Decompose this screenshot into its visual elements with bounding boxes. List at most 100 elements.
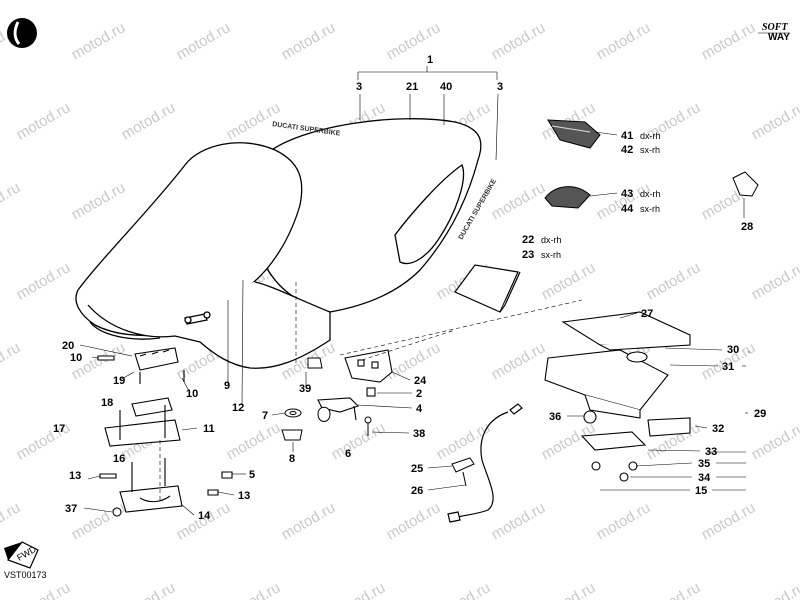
part-label-35: 35: [698, 458, 710, 470]
diagram-code: VST00173: [4, 570, 47, 580]
leader-line: [357, 404, 413, 409]
bulb: [626, 351, 648, 363]
watermark-text: motod.ru: [279, 19, 339, 63]
part-label-6: 6: [345, 448, 351, 460]
watermark-text: motod.ru: [644, 259, 704, 303]
part-label-17: 17: [53, 423, 65, 435]
watermark-text: motod.ru: [489, 339, 549, 383]
leader-line: [669, 364, 719, 367]
part-label-10: 10: [186, 388, 198, 400]
softway-brand: SOFT WAY: [758, 22, 790, 43]
part-label-13: 13: [238, 490, 250, 502]
part-label-33: 33: [705, 446, 717, 458]
brand-line2: WAY: [768, 32, 790, 43]
watermark-text: motod.ru: [644, 579, 704, 600]
part-label-14: 14: [198, 510, 211, 522]
leader-line: [217, 491, 235, 496]
seat-cowl: [262, 118, 482, 313]
part-label-23: 23: [522, 249, 534, 261]
seat-base: [87, 281, 331, 369]
watermark-text: motod.ru: [69, 179, 129, 223]
nut-37: [112, 507, 122, 517]
leader-line: [589, 192, 618, 197]
part-sublabel: dx-rh: [541, 235, 562, 245]
plate-holder-32: [580, 431, 647, 451]
leader-line: [427, 484, 466, 491]
part-label-40: 40: [440, 81, 452, 93]
part-label-5: 5: [249, 469, 255, 481]
watermark-text: motod.ru: [749, 99, 800, 143]
bumper-39: [307, 357, 323, 369]
guide-line: [361, 329, 456, 361]
leader-line: [594, 131, 618, 136]
part-label-38: 38: [413, 428, 425, 440]
part-label-18: 18: [101, 397, 113, 409]
watermark-text: motod.ru: [749, 419, 800, 463]
plate-14: [119, 485, 183, 513]
watermark-text: motod.ru: [384, 19, 444, 63]
part-label-8: 8: [289, 453, 295, 465]
screw-5: [221, 471, 233, 479]
part-label-2: 2: [416, 388, 422, 400]
leader-line: [619, 312, 638, 319]
leader-line: [391, 371, 411, 381]
part-label-41: 41: [621, 130, 633, 142]
watermark-text: motod.ru: [224, 579, 284, 600]
leader-line: [694, 425, 708, 429]
bracket-24: [344, 349, 393, 383]
watermark-text: motod.ru: [329, 419, 389, 463]
watermark-text: motod.ru: [14, 99, 74, 143]
watermark-text: motod.ru: [329, 579, 389, 600]
watermark-text: motod.ru: [749, 579, 800, 600]
part-sublabel: sx-rh: [541, 250, 561, 260]
part-label-26: 26: [411, 485, 423, 497]
part-label-37: 37: [65, 503, 77, 515]
reflector-43-44: [544, 186, 591, 209]
watermark-text: motod.ru: [489, 499, 549, 543]
watermark-text: motod.ru: [539, 579, 599, 600]
part-label-13: 13: [69, 470, 81, 482]
cowl-window: [394, 164, 465, 265]
part-label-25: 25: [411, 463, 423, 475]
watermark-text: motod.ru: [119, 99, 179, 143]
watermark-text: motod.ru: [749, 259, 800, 303]
part-label-3: 3: [356, 81, 362, 93]
part-label-31: 31: [722, 361, 734, 373]
part-label-9: 9: [224, 380, 230, 392]
watermark-text: motod.ru: [699, 499, 759, 543]
screw-13b: [207, 489, 219, 496]
leader-line: [635, 462, 693, 467]
part-label-24: 24: [414, 375, 427, 387]
watermark-text: motod.ru: [279, 499, 339, 543]
fwd-arrow-icon: FWD: [4, 541, 39, 569]
watermark-text: motod.ru: [699, 19, 759, 63]
watermark-text: motod.ru: [0, 499, 23, 543]
bracket-29: [647, 417, 691, 437]
part-label-21: 21: [406, 81, 418, 93]
watermark-text: motod.ru: [594, 19, 654, 63]
seat-cable-26: [447, 403, 523, 523]
lock-25: [451, 457, 475, 487]
watermark-text: motod.ru: [384, 499, 444, 543]
watermark-text: motod.ru: [594, 179, 654, 223]
leader-line: [79, 344, 133, 357]
leader-line: [91, 356, 99, 359]
part-sublabel: dx-rh: [640, 189, 661, 199]
part-sublabel: sx-rh: [640, 145, 660, 155]
leader-line: [495, 93, 499, 161]
watermark-text: motod.ru: [594, 499, 654, 543]
watermark-text: motod.ru: [434, 579, 494, 600]
part-label-32: 32: [712, 423, 724, 435]
part-label-22: 22: [522, 234, 534, 246]
reflector-41-42: [547, 119, 601, 149]
part-label-30: 30: [727, 344, 739, 356]
leader-lines: [79, 66, 750, 516]
part-28: [732, 171, 759, 197]
grommet-8: [281, 429, 303, 441]
watermark-text: motod.ru: [0, 339, 23, 383]
watermark-text: motod.ru: [69, 19, 129, 63]
part-label-44: 44: [621, 203, 634, 215]
leader-line: [241, 279, 244, 406]
watermark-text: motod.ru: [69, 499, 129, 543]
